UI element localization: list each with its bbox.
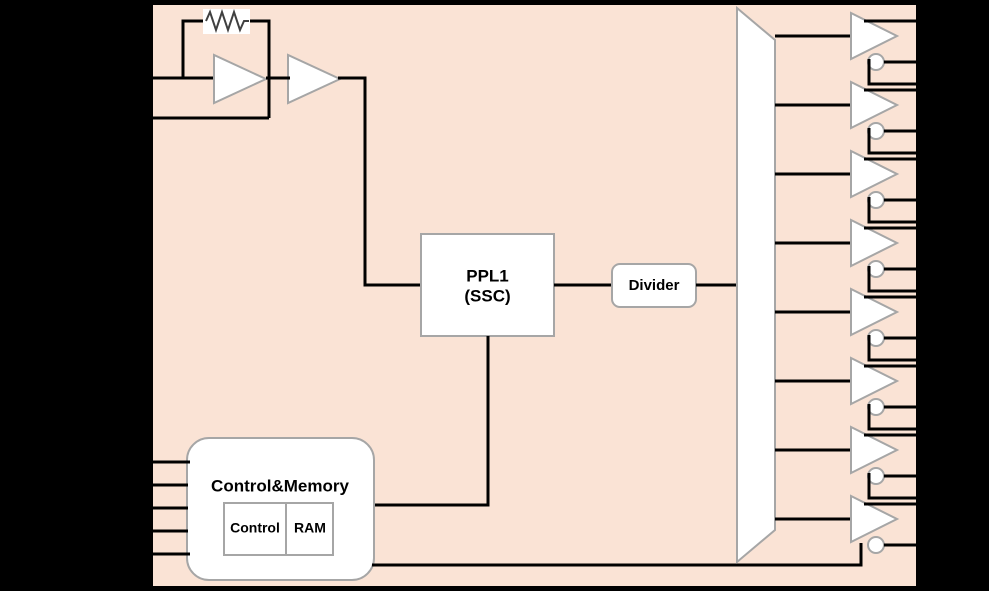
output-buffer-8 [850,494,900,544]
output-channel-7 [775,425,918,500]
wire-pll-to-control [374,336,490,507]
output-feedback-1 [867,59,918,86]
output-buffer-stage [775,1,918,554]
oscillator-feedback-network [181,8,271,118]
wire-control-bottom-bus [372,543,863,567]
output-feedback-5 [867,335,918,362]
output-channel-6 [775,356,918,431]
output-channel-1 [775,11,918,86]
resistor-icon [205,8,249,34]
pll-label-line2: (SSC) [464,286,510,305]
output-buffer-6 [850,356,900,406]
wire-osc-to-pll [338,76,421,287]
ram-sub-label: RAM [294,520,326,536]
control-memory-block: Control&Memory Control RAM [186,437,375,581]
output-channel-8 [775,494,918,554]
output-feedback-2 [867,128,918,155]
ram-sub-block [285,502,334,556]
output-feedback-6 [867,404,918,431]
pll-label-line1: PPL1 [466,266,509,285]
output-buffer-7 [850,425,900,475]
output-channel-2 [775,80,918,155]
output-buffer-3 [850,149,900,199]
output-buffer-2 [850,80,900,130]
control-sub-label: Control [230,520,280,536]
divider-label: Divider [629,277,680,294]
control-sub-block [223,502,287,556]
output-buffer-5 [850,287,900,337]
output-buffer-1 [850,11,900,61]
output-feedback-7 [867,473,918,500]
output-channel-3 [775,149,918,224]
oscillator-amplifier-1 [213,53,269,105]
inverting-bubble-8 [867,536,885,554]
output-buffer-4 [850,218,900,268]
divider-block: Divider [611,263,697,308]
output-feedback-3 [867,197,918,224]
pll-block: PPL1 (SSC) [420,233,555,337]
control-memory-title: Control&Memory [211,476,349,495]
output-channel-4 [775,218,918,293]
control-interface-pins [151,460,190,556]
output-mux [736,5,776,565]
output-channel-5 [775,287,918,362]
output-feedback-4 [867,266,918,293]
